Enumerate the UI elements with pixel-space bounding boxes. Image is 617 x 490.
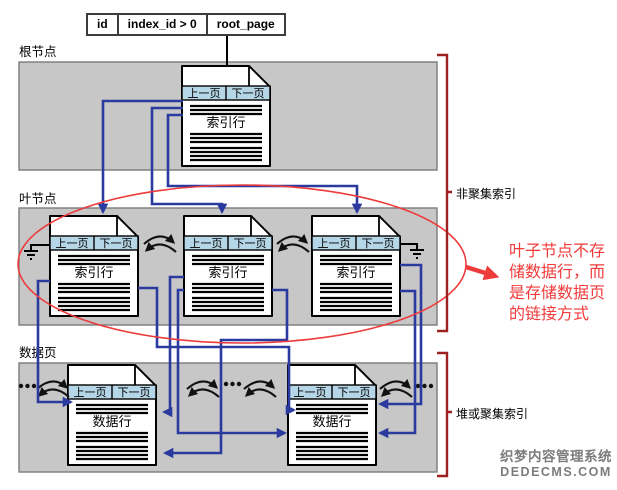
band-leaf-label: 叶节点 bbox=[19, 192, 57, 206]
ellipsis-icon bbox=[223, 381, 242, 387]
page-leaf-3: 上一页 下一页 索引行 bbox=[311, 215, 401, 317]
swap-arrows-leaf bbox=[143, 234, 310, 253]
link-root-to-leaf3 bbox=[166, 113, 363, 215]
row-stripes bbox=[296, 403, 368, 461]
row-stripes bbox=[190, 104, 262, 162]
swap-arrows-icon bbox=[143, 234, 177, 253]
page-leaf-1: 上一页 下一页 索引行 bbox=[49, 215, 139, 317]
sysindexes-header-table: id index_id > 0 root_page bbox=[86, 13, 286, 36]
table-cell-root-page: root_page bbox=[205, 15, 284, 34]
link-root-to-leaf1 bbox=[97, 99, 183, 215]
swap-arrows-data bbox=[36, 379, 413, 398]
ground-icon bbox=[400, 243, 424, 259]
page-next-label: 下一页 bbox=[232, 88, 265, 100]
page-prev-label: 上一页 bbox=[294, 386, 327, 399]
annotation-line: 的链接方式 bbox=[509, 306, 590, 323]
page-data-1: 上一页 下一页 数据行 bbox=[67, 364, 157, 466]
page-root: 上一页 下一页 索引行 bbox=[181, 65, 271, 167]
annotation-line: 储数据行，而 bbox=[509, 264, 606, 281]
page-next-label: 下一页 bbox=[100, 238, 133, 250]
page-body-label: 索引行 bbox=[206, 115, 245, 130]
link-leaf2-to-data1-upper bbox=[161, 275, 184, 418]
page-prev-label: 上一页 bbox=[190, 237, 223, 250]
page-prev-label: 上一页 bbox=[318, 237, 351, 250]
group-brackets bbox=[437, 53, 452, 478]
page-body-label: 数据行 bbox=[312, 414, 351, 429]
page-prev-label: 上一页 bbox=[56, 237, 89, 250]
link-leaf1-to-data1 bbox=[36, 279, 74, 408]
leaf-node-annotation: 叶子节点不存 储数据行，而 是存储数据页 的链接方式 bbox=[509, 241, 605, 325]
bracket-heap-clustered bbox=[437, 351, 452, 478]
link-leaf3-to-data2-upper bbox=[377, 263, 423, 410]
page-body-label: 索引行 bbox=[74, 265, 113, 280]
annotation-line: 叶子节点不存 bbox=[509, 243, 606, 260]
row-stripes bbox=[320, 254, 392, 312]
page-body-label: 索引行 bbox=[208, 265, 247, 280]
link-root-to-leaf2 bbox=[150, 106, 228, 215]
page-next-label: 下一页 bbox=[338, 387, 371, 399]
swap-arrows-icon bbox=[243, 379, 277, 398]
link-leaf3-to-data2-lower bbox=[377, 289, 417, 439]
watermark-en: DEDECMS.COM bbox=[500, 465, 612, 479]
page-next-label: 下一页 bbox=[362, 238, 395, 250]
label-heap-or-clustered-index: 堆或聚集索引 bbox=[456, 407, 529, 421]
swap-arrows-icon bbox=[276, 234, 310, 253]
link-leaf1-to-data2 bbox=[138, 286, 297, 416]
page-next-label: 下一页 bbox=[234, 238, 267, 250]
swap-arrows-icon bbox=[186, 379, 220, 398]
page-prev-label: 上一页 bbox=[74, 386, 107, 399]
ground-icon bbox=[24, 244, 50, 260]
ellipsis-icon bbox=[18, 383, 37, 389]
red-callout-arrow-icon bbox=[465, 264, 500, 281]
band-root-label: 根节点 bbox=[19, 45, 57, 59]
page-body-label: 索引行 bbox=[336, 265, 375, 280]
page-body-label: 数据行 bbox=[92, 414, 131, 429]
leaf-level-highlight-ellipse bbox=[17, 184, 467, 344]
link-leaf2-to-data1-lower bbox=[162, 288, 289, 459]
row-stripes bbox=[58, 254, 130, 312]
page-data-2: 上一页 下一页 数据行 bbox=[287, 364, 377, 466]
bracket-nonclustered bbox=[437, 53, 452, 333]
label-nonclustered-index: 非聚集索引 bbox=[456, 187, 517, 201]
annotation-line: 是存储数据页 bbox=[509, 285, 606, 302]
blue-connectors bbox=[36, 99, 423, 459]
watermark-cn: 织梦内容管理系统 bbox=[500, 449, 612, 464]
page-leaf-2: 上一页 下一页 索引行 bbox=[183, 215, 273, 317]
ellipsis-icon bbox=[415, 383, 434, 389]
row-stripes bbox=[192, 254, 264, 312]
link-leaf2-to-data2 bbox=[176, 288, 288, 439]
dedecms-watermark: 织梦内容管理系统 DEDECMS.COM bbox=[498, 445, 614, 479]
row-stripes bbox=[76, 403, 148, 461]
swap-arrows-icon bbox=[379, 379, 413, 398]
table-cell-index-id: index_id > 0 bbox=[116, 15, 206, 34]
page-next-label: 下一页 bbox=[118, 387, 151, 399]
swap-arrows-icon bbox=[36, 379, 70, 398]
page-prev-label: 上一页 bbox=[188, 87, 221, 100]
table-cell-id: id bbox=[97, 17, 108, 31]
